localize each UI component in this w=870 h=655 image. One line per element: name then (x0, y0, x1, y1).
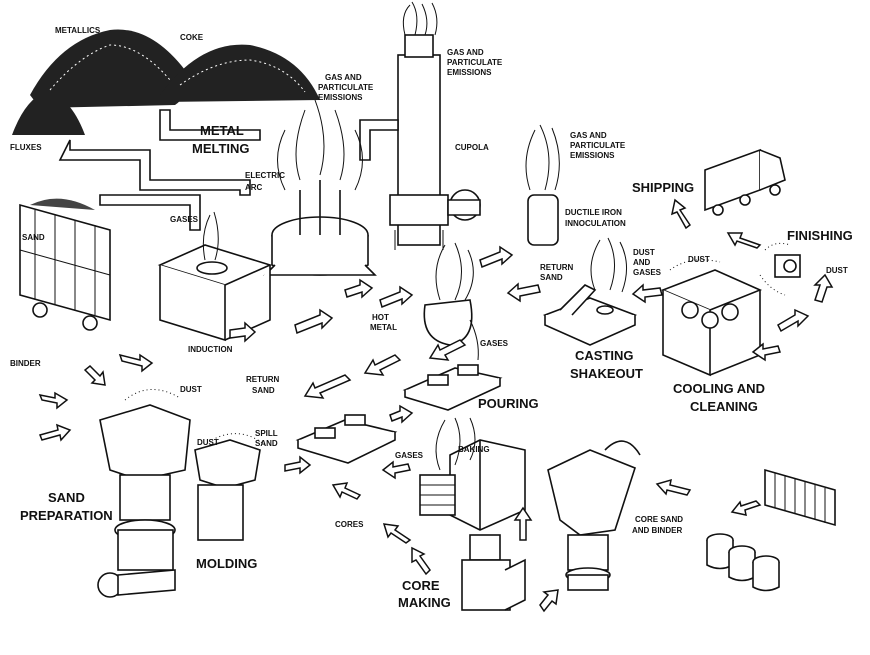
coke-label: COKE (180, 33, 204, 42)
cupola-label: CUPOLA (455, 143, 489, 152)
cupola-emissions-label-1: GAS AND (447, 48, 484, 57)
finishing-grinder (759, 242, 801, 296)
cupola-emissions (402, 1, 438, 36)
electric-arc-label-2: ARC (245, 183, 263, 192)
sand-preparation-unit (97, 389, 191, 598)
cores-label: CORES (335, 520, 364, 529)
ductile-iron-label-2: INNOCULATION (565, 219, 626, 228)
baking-label: BAKING (458, 445, 490, 454)
dust-gases-label-3: GASES (633, 268, 662, 277)
sand-railcar (19, 198, 111, 331)
ductile-emissions-label-3: EMISSIONS (570, 151, 615, 160)
cupola-emissions-label-2: PARTICULATE (447, 58, 503, 67)
cooling-cleaning-machine (660, 259, 763, 377)
sand-preparation-label-1: SAND (48, 490, 85, 505)
pouring-molds (402, 364, 503, 411)
hot-metal-label-1: HOT (372, 313, 389, 322)
dust-gases-label-2: AND (633, 258, 651, 267)
induction-gases (202, 211, 219, 261)
return-sand-top-label-1: RETURN (540, 263, 574, 272)
core-sand-binder-label-1: CORE SAND (635, 515, 683, 524)
fluxes-pile (12, 92, 85, 135)
electric-arc-furnace (263, 180, 377, 276)
sand-bags (764, 468, 836, 527)
core-sand-hopper (547, 440, 641, 591)
spill-sand-label-2: SAND (255, 439, 278, 448)
core-making-machine (461, 534, 526, 611)
sand-label: SAND (22, 233, 45, 242)
core-baking-oven (419, 417, 526, 531)
arc-emissions-label-3: EMISSIONS (318, 93, 363, 102)
shipping-truck (704, 148, 786, 216)
ductile-iron-vessel (525, 124, 560, 246)
binder-label: BINDER (10, 359, 41, 368)
spill-sand-label-1: SPILL (255, 429, 278, 438)
hot-metal-label-2: METAL (370, 323, 397, 332)
molding-molds (295, 414, 398, 464)
casting-shakeout-label-1: CASTING (575, 348, 634, 363)
hot-metal-ladle (423, 242, 479, 361)
shipping-label: SHIPPING (632, 180, 694, 195)
arc-emissions-label-2: PARTICULATE (318, 83, 374, 92)
return-sand-label-2: SAND (252, 386, 275, 395)
sandprep-dust-label: DUST (180, 385, 202, 394)
pouring-gases-label: GASES (480, 339, 509, 348)
binder-drums (706, 533, 780, 592)
core-making-label-2: MAKING (398, 595, 451, 610)
flow-arrows (38, 198, 834, 613)
molding-label: MOLDING (196, 556, 257, 571)
casting-shakeout (542, 237, 638, 346)
return-sand-label-1: RETURN (246, 375, 280, 384)
cooling-cleaning-label-2: CLEANING (690, 399, 758, 414)
material-conveyors (58, 109, 261, 231)
dust-gases-label-1: DUST (633, 248, 655, 257)
metal-melting-title-1: METAL (200, 123, 244, 138)
finishing-label: FINISHING (787, 228, 853, 243)
electric-arc-label-1: ELECTRIC (245, 171, 285, 180)
return-sand-top-label-2: SAND (540, 273, 563, 282)
cooling-dust-label: DUST (688, 255, 710, 264)
sand-preparation-label-2: PREPARATION (20, 508, 113, 523)
metal-melting-title-2: MELTING (192, 141, 250, 156)
baking-gases-label: GASES (395, 451, 424, 460)
cupola-furnace (359, 34, 481, 250)
induction-gases-label: GASES (170, 215, 199, 224)
molding-dust-label: DUST (197, 438, 219, 447)
casting-shakeout-label-2: SHAKEOUT (570, 366, 643, 381)
core-making-label-1: CORE (402, 578, 440, 593)
finishing-dust-label: DUST (826, 266, 848, 275)
induction-label: INDUCTION (188, 345, 233, 354)
metallics-label: METALLICS (55, 26, 101, 35)
pouring-label: POURING (478, 396, 539, 411)
metallics-pile (30, 29, 187, 108)
arc-emissions-label-1: GAS AND (325, 73, 362, 82)
cooling-cleaning-label-1: COOLING AND (673, 381, 765, 396)
ductile-emissions-label-2: PARTICULATE (570, 141, 626, 150)
coke-pile (160, 44, 320, 102)
ductile-iron-label-1: DUCTILE IRON (565, 208, 622, 217)
electric-arc-emissions (277, 99, 363, 191)
cupola-emissions-label-3: EMISSIONS (447, 68, 492, 77)
fluxes-label: FLUXES (10, 143, 42, 152)
core-sand-binder-label-2: AND BINDER (632, 526, 682, 535)
ductile-emissions-label-1: GAS AND (570, 131, 607, 140)
molding-machine (194, 433, 266, 541)
induction-furnace (157, 244, 273, 342)
